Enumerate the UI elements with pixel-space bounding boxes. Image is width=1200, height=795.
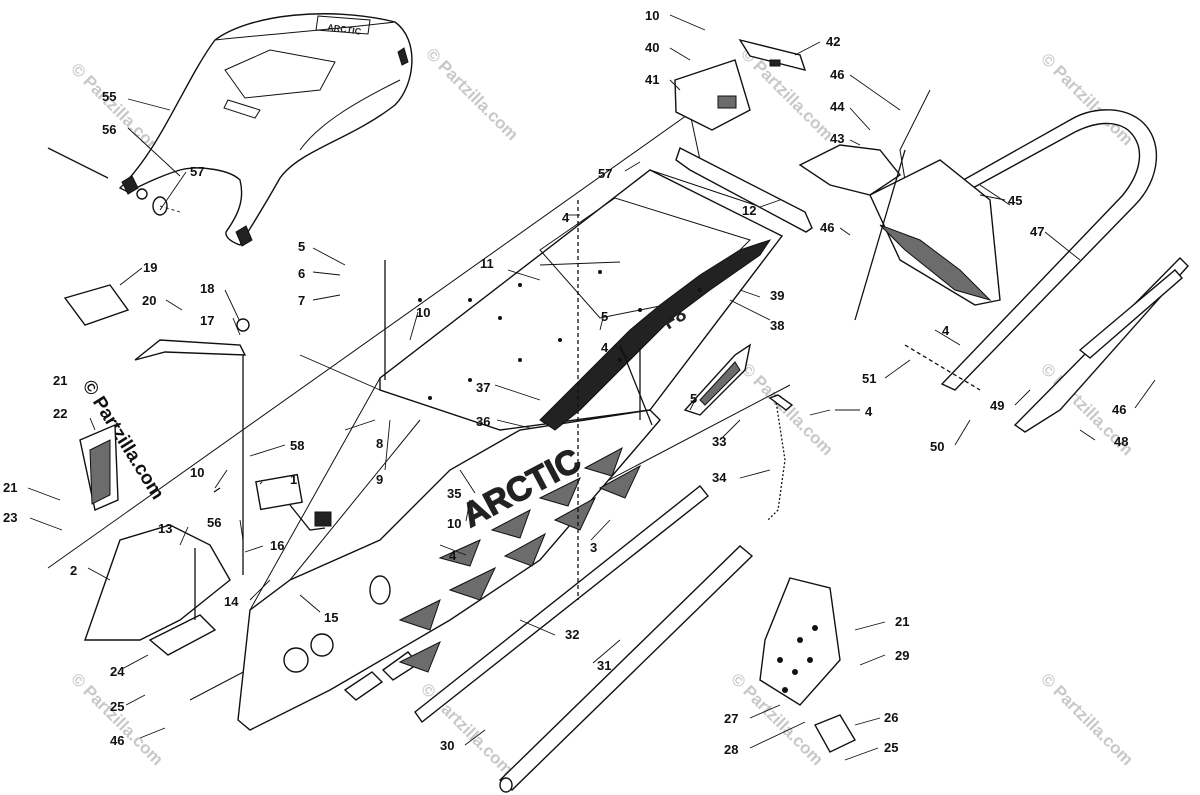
callout-label: 4: [865, 404, 873, 419]
callout-label: 37: [476, 380, 490, 395]
callout-label: 28: [724, 742, 738, 757]
bracket-12: [675, 147, 813, 233]
callout-label: 46: [1112, 402, 1126, 417]
callout-label: 48: [1114, 434, 1128, 449]
callout-label: 10: [447, 516, 461, 531]
callout-label: 36: [476, 414, 490, 429]
callout-label: 4: [601, 340, 609, 355]
callout-label: 7: [298, 293, 305, 308]
callout-label: 6: [298, 266, 305, 281]
callout-label: 49: [990, 398, 1004, 413]
callout-label: 57: [190, 164, 204, 179]
watermark: © Partzilla.com: [1037, 669, 1137, 769]
callout-label: 24: [110, 664, 125, 679]
rear-rails: [414, 485, 754, 793]
callout-label: 56: [102, 122, 116, 137]
footrest-plate: [759, 577, 856, 753]
callout-label: 40: [645, 40, 659, 55]
callout-label: 33: [712, 434, 726, 449]
callout-label: 34: [712, 470, 727, 485]
seat-fasteners: [47, 147, 181, 216]
callout-label: 51: [862, 371, 876, 386]
callout-label: 57: [598, 166, 612, 181]
watermark: © Partzilla.com: [417, 679, 517, 779]
callout-label: 26: [884, 710, 898, 725]
callout-label: 21: [3, 480, 17, 495]
callout-label: 14: [224, 594, 239, 609]
callout-label: 13: [158, 521, 172, 536]
callout-label: 43: [830, 131, 844, 146]
callout-label: 23: [3, 510, 17, 525]
seat-assembly: ARCTIC: [118, 13, 413, 247]
callout-label: 17: [200, 313, 214, 328]
watermark: © Partzilla.com: [67, 59, 167, 159]
leader-lines: [27, 14, 1156, 761]
callout-label: 15: [324, 610, 338, 625]
taillight-40: [674, 38, 807, 131]
callout-label: 42: [826, 34, 840, 49]
callout-label: 46: [110, 733, 124, 748]
callout-label: 11: [480, 256, 494, 271]
callout-label: 38: [770, 318, 784, 333]
seat-logo: ARCTIC: [327, 22, 363, 37]
callout-label: 46: [820, 220, 834, 235]
callout-label: 30: [440, 738, 454, 753]
callout-label: 10: [645, 8, 659, 23]
tunnel-assembly: ARCTIC F8: [237, 169, 784, 731]
callout-label: 4: [942, 323, 950, 338]
callout-label: 10: [190, 465, 204, 480]
watermark: © Partzilla.com: [67, 669, 167, 769]
callout-label: 4: [449, 548, 457, 563]
callout-label: 35: [447, 486, 461, 501]
callout-label: 21: [53, 373, 67, 388]
callout-label: 32: [565, 627, 579, 642]
callout-label: 10: [416, 305, 430, 320]
callout-label: 5: [601, 309, 608, 324]
callout-label: 18: [200, 281, 214, 296]
callout-label: 4: [562, 210, 570, 225]
callout-label: 39: [770, 288, 784, 303]
cable-34: [767, 394, 794, 521]
callout-label: 21: [895, 614, 909, 629]
callout-label: 25: [110, 699, 124, 714]
callout-label: 47: [1030, 224, 1044, 239]
callout-label: 19: [143, 260, 157, 275]
callout-label: 25: [884, 740, 898, 755]
callout-label: 3: [590, 540, 597, 555]
callout-label: 58: [290, 438, 304, 453]
callout-label: 50: [930, 439, 944, 454]
watermark: © Partzilla.com: [422, 44, 522, 144]
callout-label: 44: [830, 99, 845, 114]
snowflap-45: [798, 144, 1011, 306]
fasteners: [194, 149, 981, 620]
callout-label: 29: [895, 648, 909, 663]
callout-label: 45: [1008, 193, 1022, 208]
callout-label: 5: [298, 239, 305, 254]
callout-label: 46: [830, 67, 844, 82]
callout-label: 27: [724, 711, 738, 726]
callout-label: 31: [597, 658, 611, 673]
callout-label: 12: [742, 203, 756, 218]
callout-label: 8: [376, 436, 383, 451]
callout-label: 22: [53, 406, 67, 421]
callout-label: 5: [690, 391, 697, 406]
callout-label: 16: [270, 538, 284, 553]
callout-label: 20: [142, 293, 156, 308]
callout-label: 9: [376, 472, 383, 487]
callout-label: 56: [207, 515, 221, 530]
callout-label: 1: [290, 472, 297, 487]
skid-strip-48: [1013, 257, 1189, 433]
callout-label: 55: [102, 89, 116, 104]
front-components: [63, 284, 247, 656]
electrical-58: [255, 473, 332, 531]
callout-label: 41: [645, 72, 659, 87]
bracket-33: [683, 343, 752, 416]
callout-label: 2: [70, 563, 77, 578]
part-number-labels: 55 56 57 19 20 18 17 21 22 21 23 13 10 5…: [3, 8, 1128, 757]
